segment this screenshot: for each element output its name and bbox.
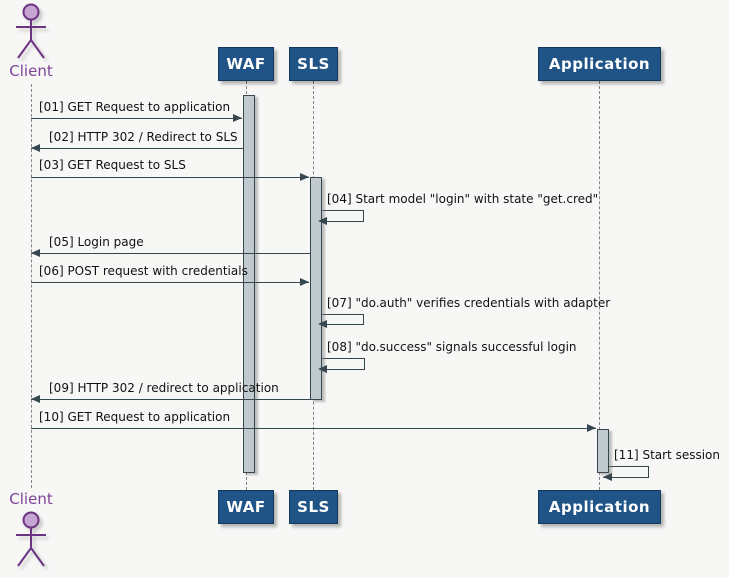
message-07-label: [07] "do.auth" verifies credentials with… bbox=[327, 296, 611, 310]
actor-icon bbox=[16, 511, 46, 567]
message-09-line bbox=[31, 399, 310, 400]
participant-application-top: Application bbox=[538, 47, 661, 81]
message-07-arrowhead bbox=[318, 320, 327, 328]
message-09-label: [09] HTTP 302 / redirect to application bbox=[49, 381, 279, 395]
message-10-label: [10] GET Request to application bbox=[39, 410, 231, 424]
message-04-label: [04] Start model "login" with state "get… bbox=[327, 192, 599, 206]
message-08-self-line bbox=[322, 358, 365, 370]
message-01-label: [01] GET Request to application bbox=[39, 100, 231, 114]
message-08-arrowhead bbox=[318, 365, 327, 373]
message-07-self-line bbox=[322, 314, 364, 325]
actor-icon bbox=[16, 3, 46, 59]
participant-sls-bottom: SLS bbox=[289, 490, 338, 524]
message-05-arrowhead bbox=[31, 249, 40, 257]
actor-label-top: Client bbox=[9, 62, 53, 80]
lifeline-client bbox=[31, 84, 32, 488]
message-09-arrowhead bbox=[31, 395, 40, 403]
message-10-line bbox=[31, 428, 596, 429]
message-02-line bbox=[31, 148, 243, 149]
message-06-arrowhead bbox=[300, 278, 309, 286]
participant-sls-top: SLS bbox=[289, 47, 338, 81]
message-03-label: [03] GET Request to SLS bbox=[39, 158, 186, 172]
activation-waf bbox=[243, 95, 255, 473]
participant-waf-top: WAF bbox=[218, 47, 274, 81]
activation-sls bbox=[310, 177, 322, 400]
lifeline-application bbox=[599, 81, 600, 490]
activation-application bbox=[597, 429, 609, 473]
message-04-self-line bbox=[322, 210, 364, 222]
message-11-arrowhead bbox=[603, 473, 612, 481]
message-03-line bbox=[31, 177, 309, 178]
message-06-line bbox=[31, 282, 309, 283]
message-06-label: [06] POST request with credentials bbox=[39, 264, 248, 278]
message-11-label: [11] Start session bbox=[614, 448, 720, 462]
message-01-arrowhead bbox=[233, 114, 242, 122]
message-08-label: [08] "do.success" signals successful log… bbox=[327, 340, 577, 354]
message-05-line bbox=[31, 253, 310, 254]
message-10-arrowhead bbox=[587, 424, 596, 432]
message-03-arrowhead bbox=[300, 173, 309, 181]
participant-waf-bottom: WAF bbox=[218, 490, 274, 524]
message-02-label: [02] HTTP 302 / Redirect to SLS bbox=[49, 130, 238, 144]
actor-label-bottom: Client bbox=[9, 490, 53, 508]
message-02-arrowhead bbox=[31, 144, 40, 152]
message-05-label: [05] Login page bbox=[49, 235, 144, 249]
message-11-self-line bbox=[603, 466, 649, 478]
message-04-arrowhead bbox=[318, 217, 327, 225]
participant-application-bottom: Application bbox=[538, 490, 661, 524]
message-01-line bbox=[31, 118, 242, 119]
